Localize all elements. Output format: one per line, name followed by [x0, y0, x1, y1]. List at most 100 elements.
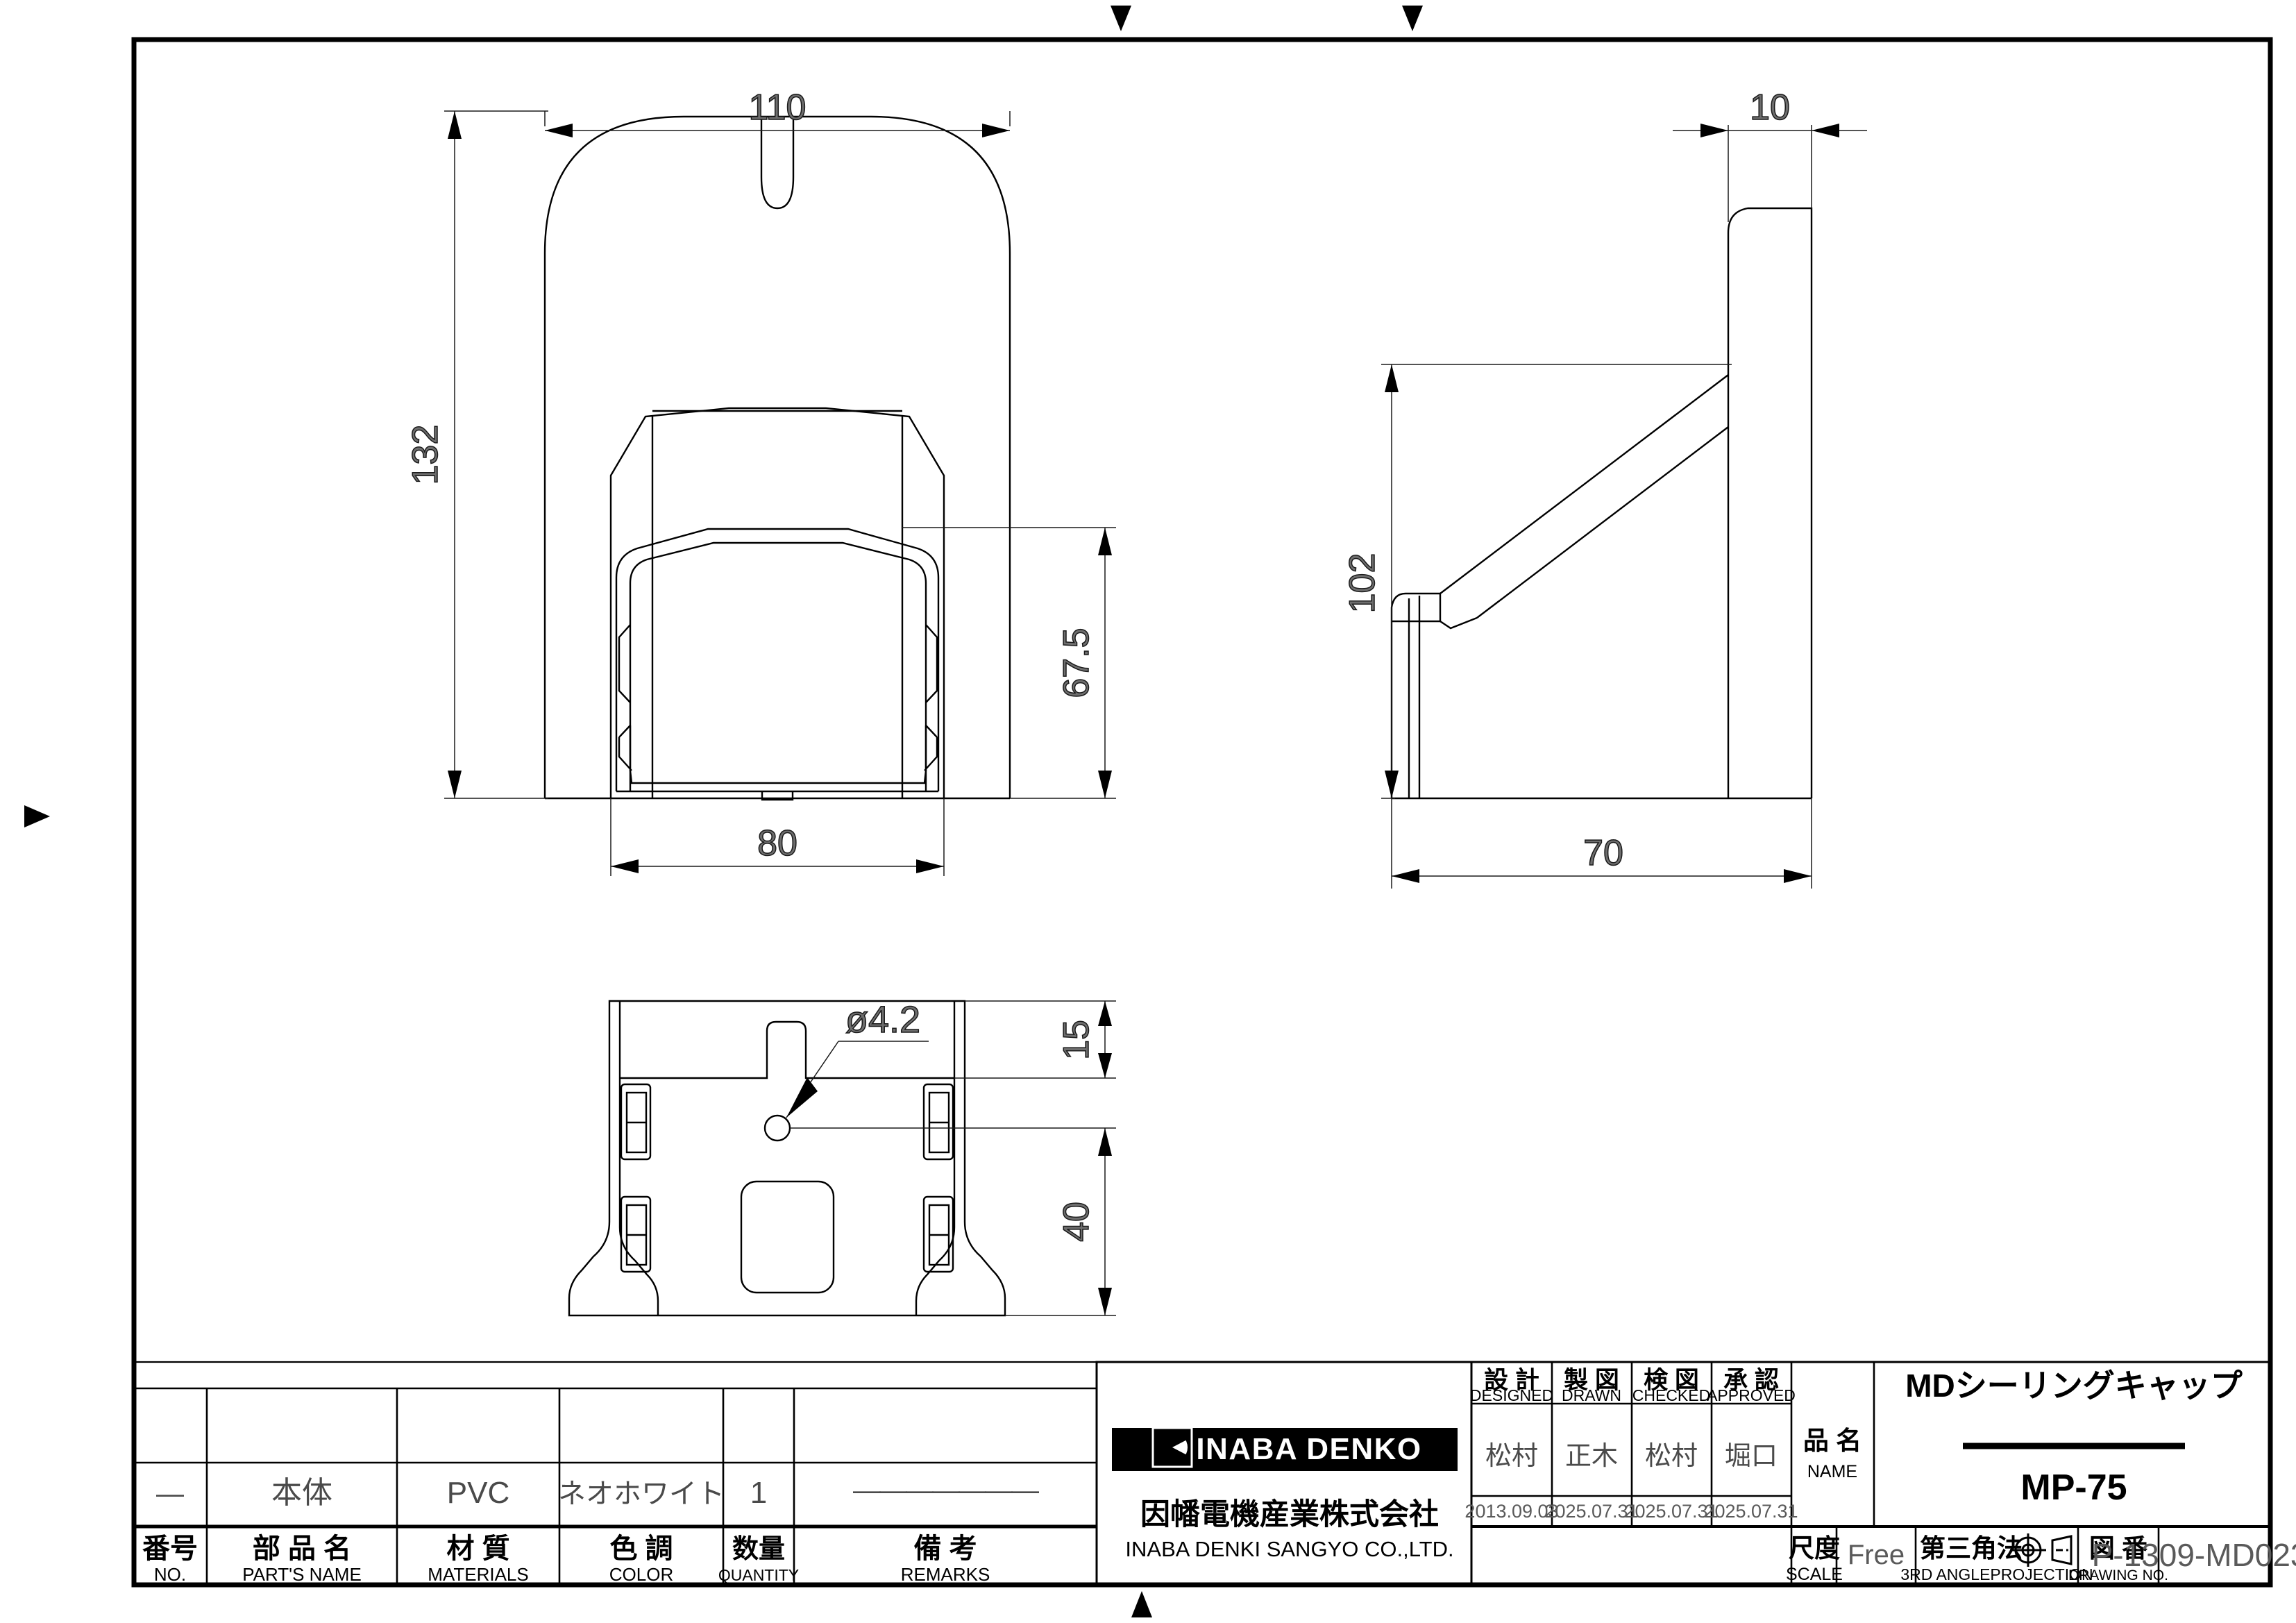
scale-row: 尺度 SCALE Free 第三角法 3RD ANGLEPROJECTION 図… — [1786, 1534, 2296, 1584]
appr-drawn-person: 正木 — [1565, 1442, 1618, 1471]
hdr-rem-jp: 備 考 — [913, 1533, 977, 1564]
bottom-shelf-notch — [620, 1020, 954, 1079]
appr-checked-en: CHECKED — [1632, 1386, 1710, 1404]
front-latch-right-upper — [925, 624, 938, 703]
dim132-arrow-bot — [448, 771, 462, 798]
hdr-no-jp: 番号 — [142, 1533, 198, 1564]
bottom-latch-clips — [620, 1083, 954, 1273]
hdr-mat-jp: 材 質 — [446, 1533, 509, 1564]
appr-approved-jp: 承 認 — [1723, 1367, 1779, 1394]
dim-110-label: 110 — [749, 87, 807, 128]
front-bottom-tab — [761, 791, 794, 801]
dim-70-label: 70 — [1583, 833, 1623, 873]
hdr-part-en: PART'S NAME — [242, 1564, 362, 1585]
dim132-arrow-top — [448, 111, 462, 139]
side-back-plate — [1727, 207, 1813, 798]
hdr-qty-jp: 数量 — [732, 1535, 785, 1564]
dim-10-label: 10 — [1750, 87, 1790, 128]
dim15-arrow-bot — [1098, 1053, 1112, 1078]
appr-designed-person: 松村 — [1485, 1442, 1538, 1471]
company-name-jp: 因幡電機産業株式会社 — [1140, 1498, 1439, 1531]
front-latch-left-lower — [618, 725, 632, 771]
appr-checked-date: 2025.07.31 — [1624, 1501, 1718, 1522]
bottom-center-pocket — [740, 1180, 835, 1294]
front-view — [543, 115, 1011, 801]
parts-list-headers: 番号 NO. 部 品 名 PART'S NAME 材 質 MATERIALS 色… — [142, 1533, 990, 1585]
dim10-arrow-left — [1700, 124, 1728, 137]
approval-grid — [1470, 1361, 2270, 1587]
inaba-logo-glyph — [1156, 1429, 1188, 1465]
appr-drawn-en: DRAWN — [1562, 1386, 1621, 1404]
clip-top-left — [620, 1083, 652, 1161]
approval-dates: 2013.09.03 2025.07.31 2025.07.31 2025.07… — [1464, 1501, 1798, 1522]
name-label-en: NAME — [1807, 1462, 1857, 1481]
proj-cone — [2051, 1535, 2073, 1565]
hdr-color-jp: 色 調 — [609, 1533, 673, 1564]
dim102-arrow-bot — [1385, 771, 1399, 798]
appr-checked-person: 松村 — [1645, 1442, 1698, 1471]
row-color: ネオホワイト — [558, 1479, 725, 1509]
dim-40-label: 40 — [1056, 1202, 1097, 1242]
dim110-arrow-right — [982, 124, 1010, 137]
projection-label-en: 3RD ANGLEPROJECTION — [1900, 1565, 2093, 1583]
hdr-no-en: NO. — [154, 1564, 186, 1585]
name-label-cell: 品 名 NAME — [1803, 1427, 1862, 1481]
dim-67-5-label: 67.5 — [1056, 628, 1097, 698]
hdr-part-jp: 部 品 名 — [253, 1533, 351, 1564]
drawing-no-value: P-1309-MD023-2 — [2092, 1537, 2296, 1573]
dim15-arrow-top — [1098, 1001, 1112, 1026]
approval-people: 松村 正木 松村 堀口 — [1485, 1442, 1778, 1471]
front-latch-right-lower — [924, 725, 938, 771]
dim-132-label: 132 — [405, 425, 446, 485]
dim-15-label: 15 — [1056, 1020, 1097, 1060]
front-insert-outer — [615, 528, 940, 791]
clip-top-right — [922, 1083, 954, 1161]
front-latch-left-upper — [618, 624, 631, 703]
row-no: — — [156, 1479, 184, 1509]
side-arm-end — [1440, 616, 1478, 630]
dim110-arrow-left — [545, 124, 573, 137]
dim70-arrow-left — [1392, 869, 1419, 883]
title-block: — 本体 PVC ネオホワイト 1 ——————— 番号 NO. 部 品 名 P… — [134, 1361, 2296, 1587]
product-name: MDシーリングキャップ — [1905, 1368, 2243, 1404]
side-arm-top — [1440, 374, 1729, 594]
front-view-dimensions: 110 132 67.5 80 — [405, 87, 1116, 876]
front-mid-body-outer — [609, 407, 945, 798]
side-arm-bottom — [1476, 426, 1729, 619]
product-title-cell: MDシーリングキャップ MP-75 — [1905, 1368, 2243, 1508]
logo-wordmark: INABA DENKO — [1196, 1432, 1421, 1466]
center-mark-bottom — [1131, 1591, 1152, 1617]
parts-list — [134, 1361, 1098, 1587]
appr-designed-date: 2013.09.03 — [1464, 1501, 1558, 1522]
appr-designed-en: DESIGNED — [1470, 1386, 1553, 1404]
center-mark-left — [24, 805, 50, 827]
dim80-arrow-left — [611, 859, 639, 873]
clip-bot-left — [620, 1195, 652, 1273]
dim102-arrow-top — [1385, 364, 1399, 392]
front-outer-profile — [543, 115, 1011, 798]
company-name-en: INABA DENKI SANGYO CO.,LTD. — [1125, 1537, 1453, 1561]
appr-drawn-date: 2025.07.31 — [1544, 1501, 1638, 1522]
dim675-arrow-bot — [1098, 771, 1112, 798]
front-mid-body-inner-lines — [651, 417, 904, 798]
dim-80-label: 80 — [757, 823, 797, 864]
front-bottom-rail-1 — [629, 770, 927, 784]
appr-approved-person: 堀口 — [1725, 1442, 1778, 1471]
dim80-arrow-right — [916, 859, 944, 873]
projection-label-jp: 第三角法 — [1920, 1534, 2023, 1563]
row-remarks: ——————— — [853, 1475, 1039, 1506]
side-view — [1390, 207, 1813, 800]
appr-designed-jp: 設 計 — [1484, 1367, 1539, 1394]
center-mark-top-right — [1402, 6, 1423, 31]
scale-value: Free — [1848, 1540, 1905, 1570]
appr-checked-jp: 検 図 — [1644, 1367, 1699, 1394]
third-angle-projection-icon — [2010, 1533, 2073, 1567]
dim40-arrow-top — [1098, 1128, 1112, 1156]
scale-label-en: SCALE — [1786, 1565, 1843, 1584]
approval-headers: 設 計 DESIGNED 製 図 DRAWN 検 図 CHECKED 承 認 A… — [1470, 1367, 1796, 1404]
row-material: PVC — [447, 1476, 509, 1510]
hdr-mat-en: MATERIALS — [428, 1564, 528, 1585]
clip-bot-right — [922, 1195, 954, 1273]
